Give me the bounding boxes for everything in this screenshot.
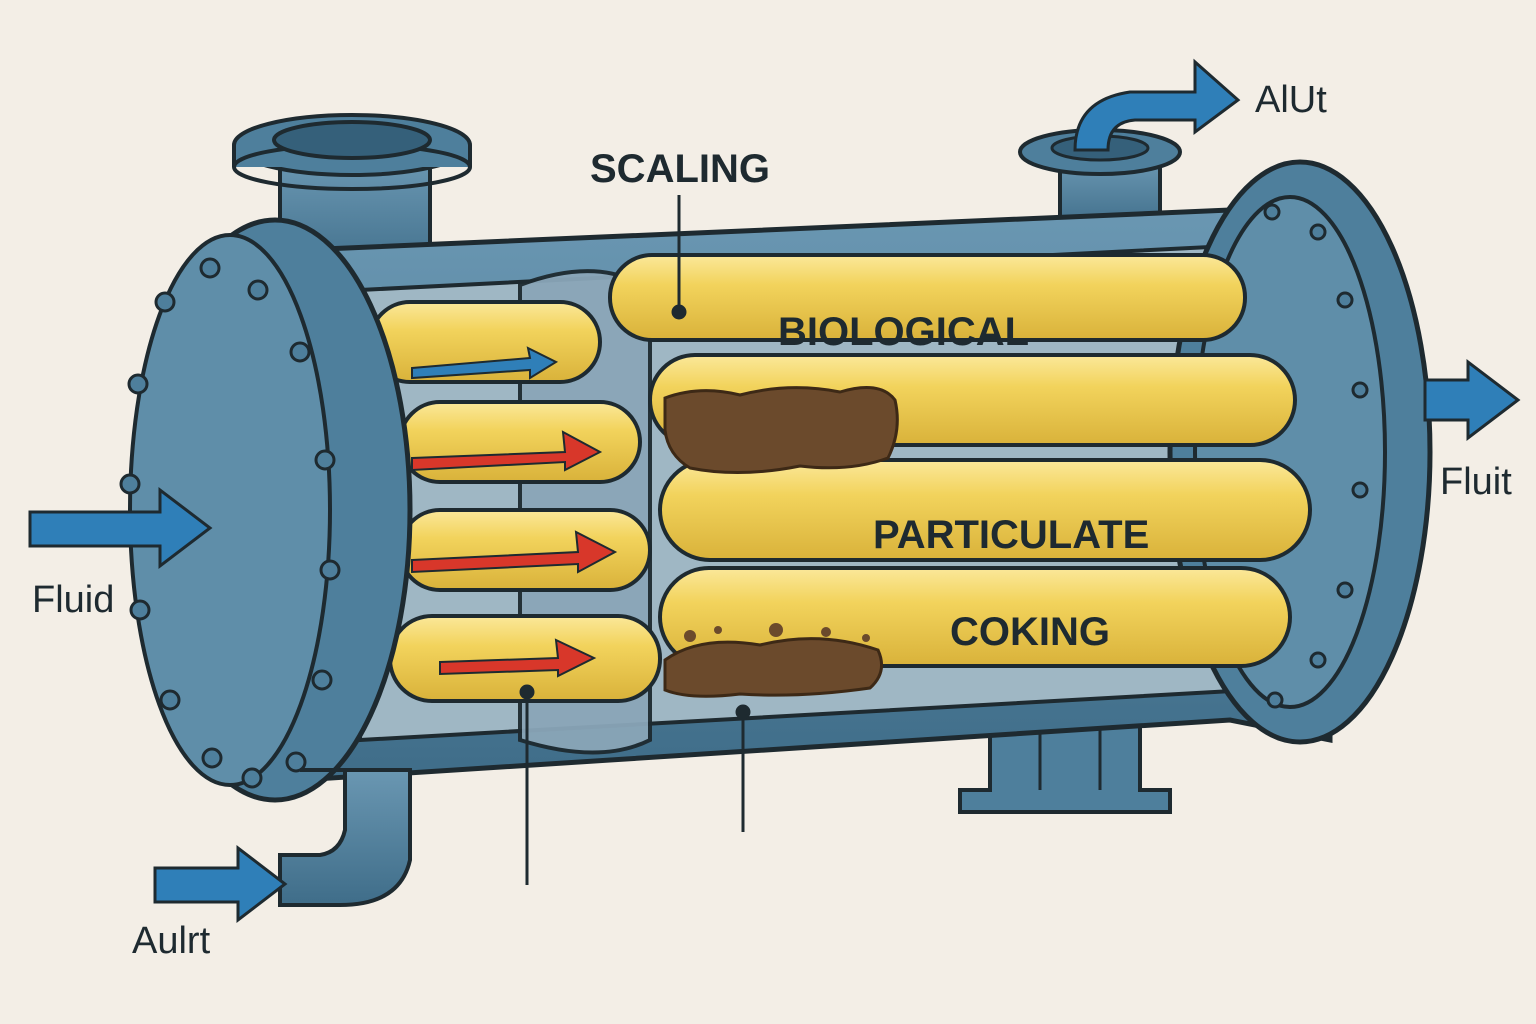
label-scaling: SCALING <box>590 147 770 191</box>
io-arrows <box>28 58 1521 924</box>
label-coking: COKING <box>950 610 1110 654</box>
tube-2 <box>398 400 642 484</box>
bottom-left-elbow <box>278 768 412 907</box>
label-particulate: PARTICULATE <box>873 513 1149 557</box>
left-end-cover <box>119 217 413 803</box>
support-saddle <box>958 718 1172 814</box>
outlet-arrow-top <box>1073 58 1241 152</box>
flow-arrow-cold <box>411 346 559 380</box>
flow-arrow-hot <box>411 530 618 574</box>
flow-arrow-hot <box>411 430 603 472</box>
fouling-deposit-biological <box>663 386 899 475</box>
label-fluid: Fluid <box>32 579 114 621</box>
inlet-arrow-left <box>28 486 213 570</box>
fouling-deposit-coking <box>663 623 884 698</box>
flow-arrow-hot <box>439 638 597 678</box>
tube-3-long <box>658 458 1312 562</box>
bolt-icon <box>119 257 341 789</box>
bolt-icon <box>1263 203 1369 709</box>
flow-arrows <box>411 346 618 678</box>
label-biological: BIOLOGICAL <box>778 310 1029 354</box>
tube-1-long <box>608 253 1247 342</box>
leader-lines <box>519 195 751 885</box>
outlet-arrow-right <box>1423 358 1521 442</box>
inlet-arrow-bottom <box>153 844 288 924</box>
label-alut: AlUt <box>1255 79 1327 121</box>
label-aulrt: Aulrt <box>132 920 211 962</box>
label-fluit: Fluit <box>1440 461 1512 503</box>
labels: SCALING BIOLOGICAL PARTICULATE COKING Fl… <box>32 79 1512 962</box>
